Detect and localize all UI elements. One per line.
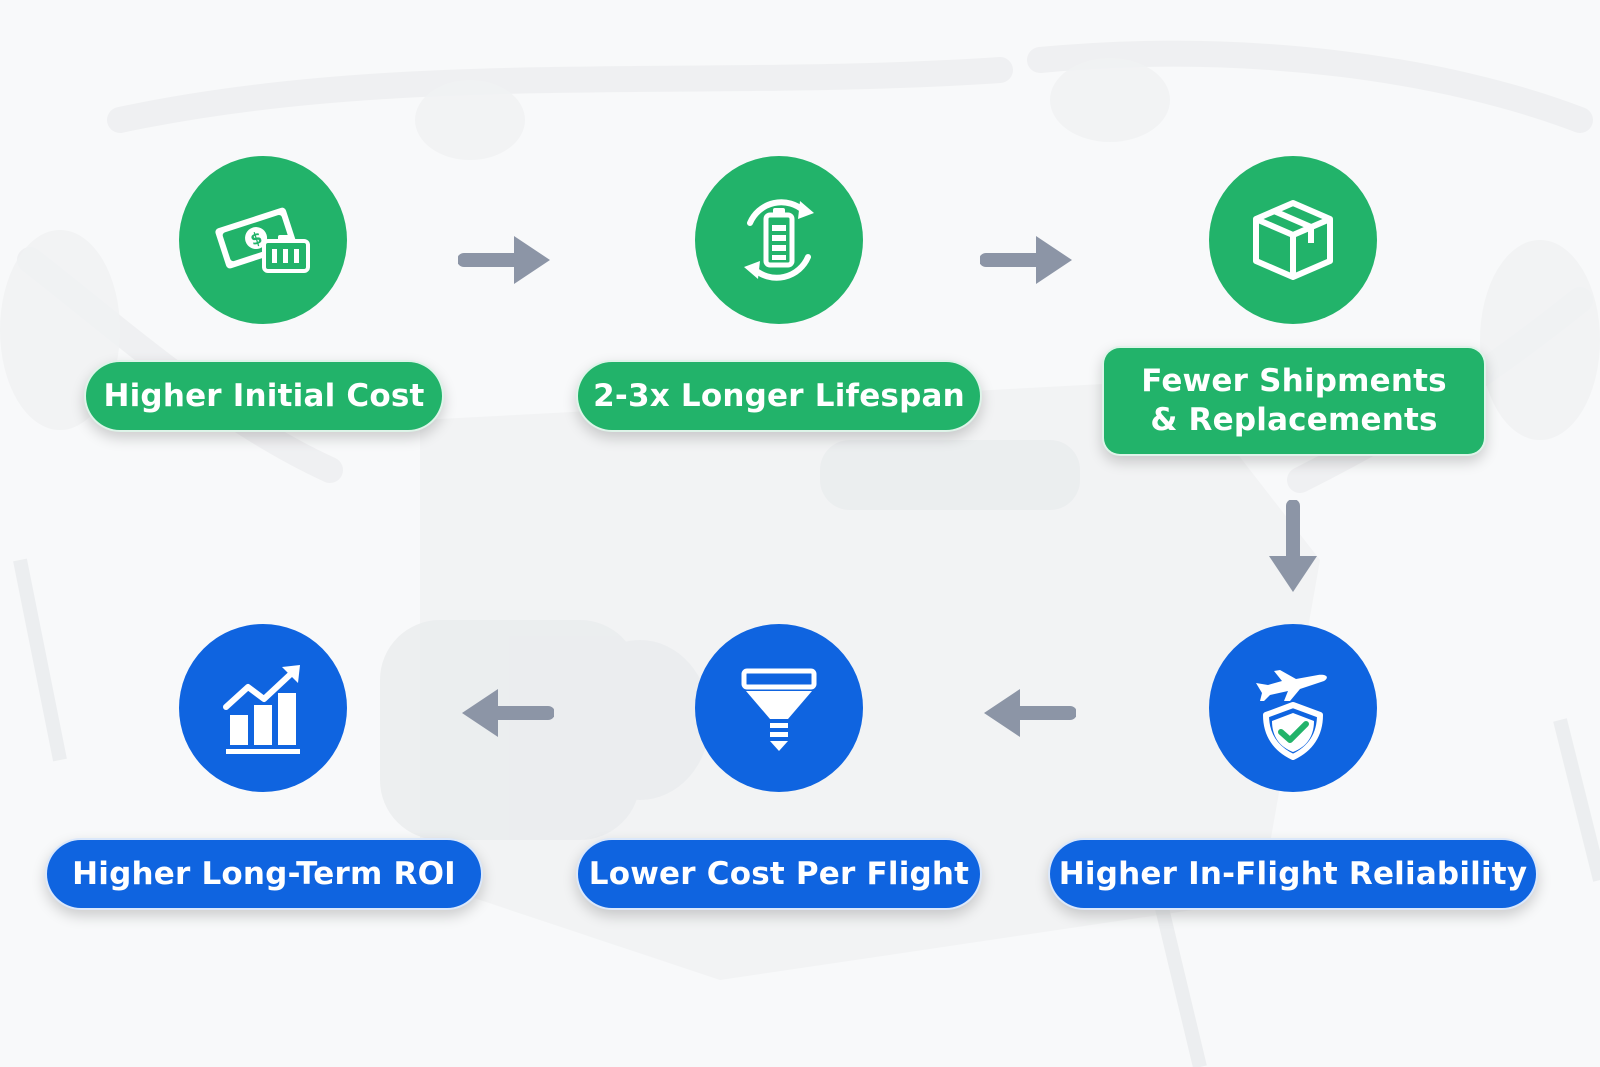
step-5-label: Lower Cost Per Flight (576, 838, 982, 910)
arrow-right-1-to-2 (458, 236, 550, 284)
step-6-icon-circle (179, 624, 347, 792)
step-1-label: Higher Initial Cost (84, 360, 444, 432)
step-3-text: Fewer Shipments & Replacements (1141, 363, 1447, 438)
battery-cycle-icon (744, 199, 814, 281)
svg-text:$: $ (248, 228, 264, 250)
step-4-icon-circle (1209, 624, 1377, 792)
step-1-icon-circle: $ (179, 156, 347, 324)
step-6-text: Higher Long-Term ROI (72, 855, 456, 892)
step-5-text: Lower Cost Per Flight (588, 855, 970, 892)
funnel-icon (741, 668, 817, 751)
step-4-text: Higher In-Flight Reliability (1058, 855, 1528, 892)
step-5-icon-circle (695, 624, 863, 792)
step-1-text: Higher Initial Cost (103, 377, 425, 414)
arrow-left-4-to-5 (984, 689, 1076, 737)
step-6-label: Higher Long-Term ROI (45, 838, 483, 910)
package-box-icon (1253, 200, 1333, 280)
step-2-text: 2-3x Longer Lifespan (593, 377, 965, 414)
money-battery-icon: $ (215, 207, 310, 273)
step-3-label: Fewer Shipments & Replacements (1102, 346, 1486, 456)
step-3-icon-circle (1209, 156, 1377, 324)
arrow-left-5-to-6 (462, 689, 554, 737)
step-2-icon-circle (695, 156, 863, 324)
airplane-shield-icon (1256, 670, 1327, 760)
growth-chart-icon (223, 665, 300, 754)
step-4-label: Higher In-Flight Reliability (1048, 838, 1538, 910)
arrow-right-2-to-3 (980, 236, 1072, 284)
arrow-down-3-to-4 (1269, 500, 1317, 592)
step-2-label: 2-3x Longer Lifespan (576, 360, 982, 432)
